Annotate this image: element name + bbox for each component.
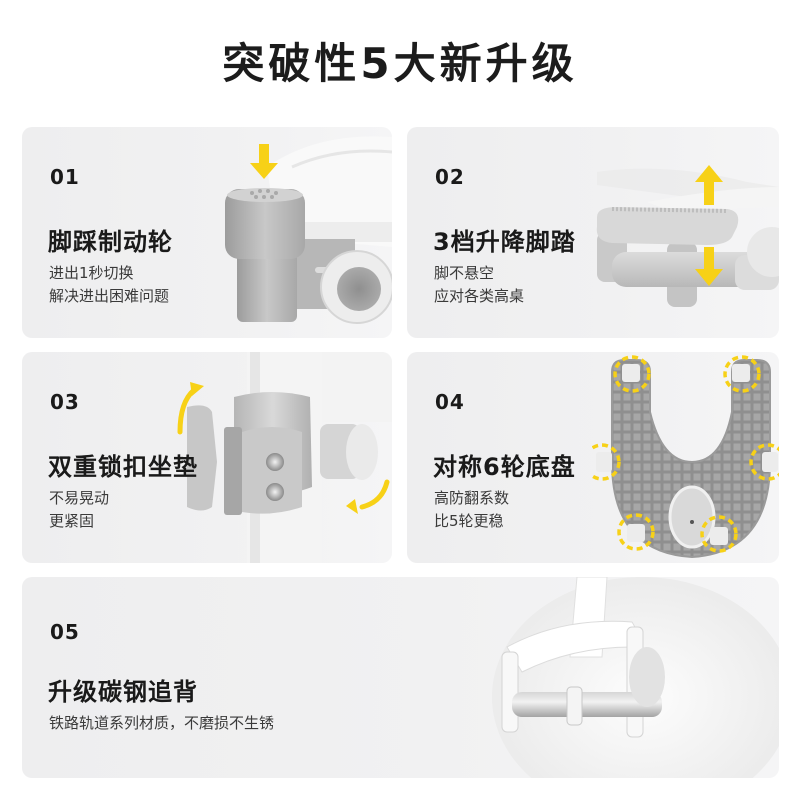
- feature-line: 解决进出困难问题: [49, 287, 170, 305]
- feature-card-05: 05 升级碳钢追背 铁路轨道系列材质，不磨损不生锈: [22, 577, 779, 778]
- feature-heading: 升级碳钢追背: [48, 678, 198, 706]
- page-title: 突破性5大新升级: [222, 39, 578, 88]
- feature-number: 02: [435, 165, 465, 189]
- feature-card-02: 02 3档升降脚踏 脚不悬空 应对各类高桌: [407, 127, 779, 338]
- feature-description: 高防翻系数 比5轮更稳: [434, 487, 509, 533]
- feature-line: 不易晃动: [49, 489, 110, 507]
- foot-brake-wheel-illustration: [197, 127, 392, 338]
- carbon-steel-backrest-illustration: [402, 577, 779, 778]
- feature-number: 04: [435, 390, 465, 414]
- six-wheel-base-illustration: [592, 352, 779, 563]
- feature-heading: 3档升降脚踏: [433, 228, 576, 256]
- feature-card-01: 01 脚踩制动轮 进出1秒切换 解决进出困难问题: [22, 127, 392, 338]
- feature-line: 进出1秒切换: [49, 264, 134, 282]
- up-down-arrow-icon: [695, 165, 723, 286]
- feature-number: 05: [50, 620, 80, 644]
- feature-line: 脚不悬空: [434, 264, 495, 282]
- double-lock-clamp-illustration: [162, 352, 392, 563]
- feature-heading: 对称6轮底盘: [433, 453, 576, 481]
- dashed-circle-highlight: [592, 355, 779, 553]
- feature-line: 铁路轨道系列材质，不磨损不生锈: [49, 714, 275, 732]
- feature-heading: 双重锁扣坐垫: [48, 453, 198, 481]
- feature-line: 应对各类高桌: [434, 287, 525, 305]
- adjustable-footrest-illustration: [587, 127, 779, 338]
- feature-line: 更紧固: [49, 512, 95, 530]
- feature-line: 高防翻系数: [434, 489, 510, 507]
- feature-number: 01: [50, 165, 80, 189]
- feature-description: 不易晃动 更紧固: [49, 487, 109, 533]
- feature-number: 03: [50, 390, 80, 414]
- feature-line: 比5轮更稳: [434, 512, 504, 530]
- feature-card-04: 04 对称6轮底盘 高防翻系数 比5轮更稳: [407, 352, 779, 563]
- down-arrow-icon: [250, 144, 278, 179]
- feature-description: 铁路轨道系列材质，不磨损不生锈: [49, 712, 274, 735]
- feature-description: 脚不悬空 应对各类高桌: [434, 262, 524, 308]
- feature-heading: 脚踩制动轮: [48, 228, 173, 256]
- feature-description: 进出1秒切换 解决进出困难问题: [49, 262, 169, 308]
- feature-card-03: 03 双重锁扣坐垫 不易晃动 更紧固: [22, 352, 392, 563]
